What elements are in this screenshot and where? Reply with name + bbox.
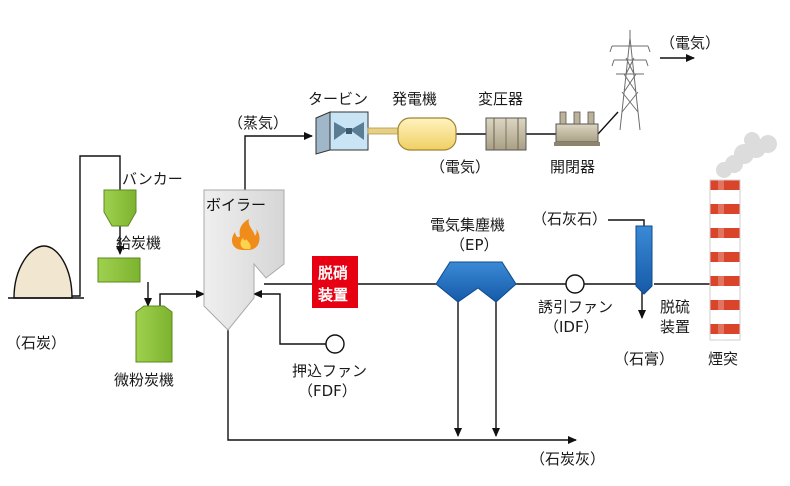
denitration-unit bbox=[312, 256, 358, 308]
fdf-to-boiler-arrow bbox=[253, 290, 326, 345]
electrostatic-precipitator bbox=[435, 261, 517, 303]
ash-line bbox=[227, 322, 577, 444]
desulfurization-unit bbox=[635, 225, 653, 295]
fdf-label-line1: 押込ファン bbox=[292, 362, 367, 380]
transmission-tower-icon bbox=[609, 30, 651, 131]
turbine-label: タービン bbox=[308, 90, 368, 108]
denitration-label-line1: 脱硝 bbox=[318, 264, 348, 282]
desulfurization-label-line1: 脱硫 bbox=[660, 298, 690, 316]
stack bbox=[709, 179, 741, 341]
coal-conveyor-line bbox=[70, 155, 121, 297]
boiler bbox=[203, 189, 285, 331]
switchgear bbox=[554, 111, 600, 146]
generator bbox=[397, 117, 457, 151]
pulverizer-label: 微粉炭機 bbox=[114, 371, 174, 389]
smoke-icon bbox=[716, 132, 777, 178]
coal-ash-label: （石炭灰） bbox=[530, 450, 605, 468]
idf-label-line1: 誘引ファン bbox=[538, 298, 613, 316]
transformer-label: 変圧器 bbox=[478, 90, 523, 108]
bunker-label: バンカー bbox=[122, 170, 183, 188]
turbine bbox=[315, 111, 369, 155]
ep-label-line1: 電気集塵機 bbox=[430, 216, 505, 234]
bunker bbox=[103, 189, 137, 227]
fdf-label-line2: （FDF） bbox=[298, 382, 357, 400]
coal-feeder-label: 給炭機 bbox=[116, 234, 161, 252]
transformer bbox=[485, 117, 527, 151]
forced-draft-fan bbox=[325, 334, 345, 354]
coal-pile-label: （石炭） bbox=[6, 334, 66, 352]
ep-label-line2: （EP） bbox=[450, 236, 499, 254]
switchgear-to-tower-line bbox=[597, 111, 619, 135]
limestone-label: （石灰石） bbox=[532, 210, 607, 228]
stack-label: 煙突 bbox=[708, 350, 738, 368]
generator-label: 発電機 bbox=[392, 90, 437, 108]
steam-line bbox=[244, 132, 313, 190]
electricity-top-label: （電気） bbox=[660, 34, 720, 52]
flame-icon bbox=[231, 219, 260, 250]
coal-pile bbox=[8, 245, 84, 299]
electricity-mid-label: （電気） bbox=[430, 158, 490, 176]
boiler-label: ボイラー bbox=[206, 196, 266, 214]
pulverizer-to-boiler-arrow bbox=[159, 290, 205, 306]
limestone-line bbox=[608, 219, 645, 226]
denitration-label-line2: 装置 bbox=[317, 286, 348, 304]
coal-feeder bbox=[97, 257, 141, 283]
induced-draft-fan bbox=[565, 274, 585, 294]
desulfurization-label-line2: 装置 bbox=[660, 318, 690, 336]
steam-label: （蒸気） bbox=[228, 114, 288, 132]
turbine-shaft bbox=[367, 127, 399, 135]
pulverizer bbox=[135, 305, 173, 363]
idf-label-line2: （IDF） bbox=[544, 318, 599, 336]
gypsum-label: （石膏） bbox=[614, 350, 674, 368]
switchgear-label: 開閉器 bbox=[550, 158, 595, 176]
